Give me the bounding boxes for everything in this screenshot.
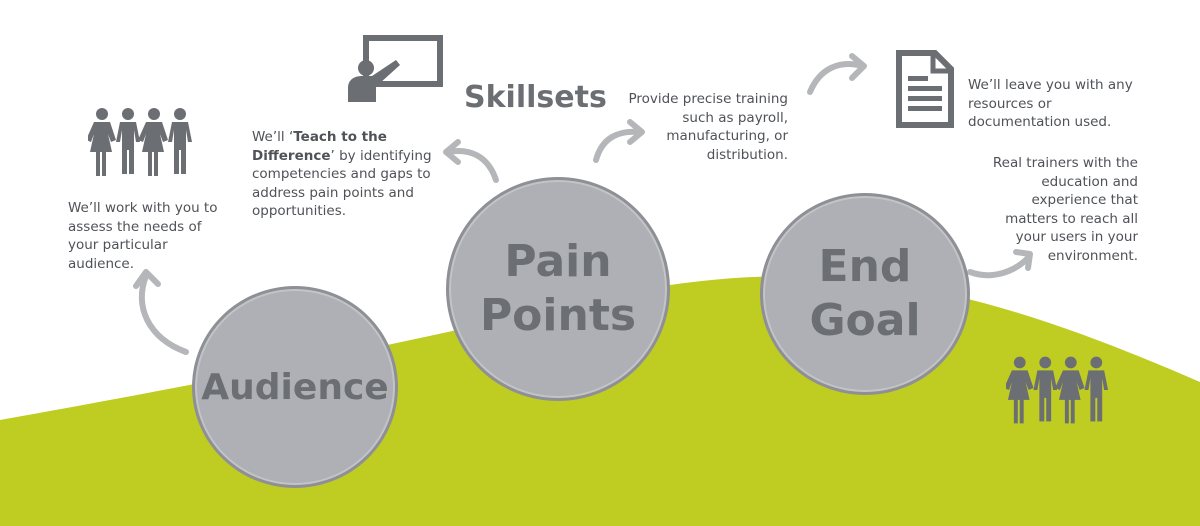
arrow-curve-left-icon [443,139,499,183]
arrow-curve-right-icon [593,119,645,163]
pain-points-label-line2: Points [479,290,637,341]
end-goal-label-line1: End [818,241,912,293]
presentation-board-icon [348,35,443,102]
people-group-icon [88,108,192,176]
teach-prefix: We’ll ‘ [252,129,294,145]
trainers-description: Real trainers with the education and exp… [992,155,1138,264]
audience-circle: Audience [192,286,398,488]
end-goal-circle: End Goal [760,193,970,395]
audience-description: We’ll work with you to assess the needs … [68,200,218,272]
document-icon [896,50,954,128]
training-description: Provide precise training such as payroll… [628,91,788,163]
resources-description: We’ll leave you with any resources or do… [968,77,1133,130]
skillsets-heading: Skillsets [464,80,607,115]
audience-label: Audience [201,366,389,408]
teach-emphasis: Teach to the Difference [252,129,387,164]
pain-points-circle: Pain Points [446,177,670,401]
teach-description: We’ll ‘Teach to the Difference’ by ident… [252,128,442,221]
pain-points-label-line1: Pain [504,236,612,288]
end-goal-label-line2: Goal [809,295,921,346]
arrow-curve-up-right-icon [967,249,1033,279]
people-group-icon [1006,356,1109,424]
arrow-up-left-icon [133,269,189,355]
teach-suffix: ’ by identifying competencies and gaps t… [252,147,432,220]
arrow-curve-right-icon [807,53,867,95]
